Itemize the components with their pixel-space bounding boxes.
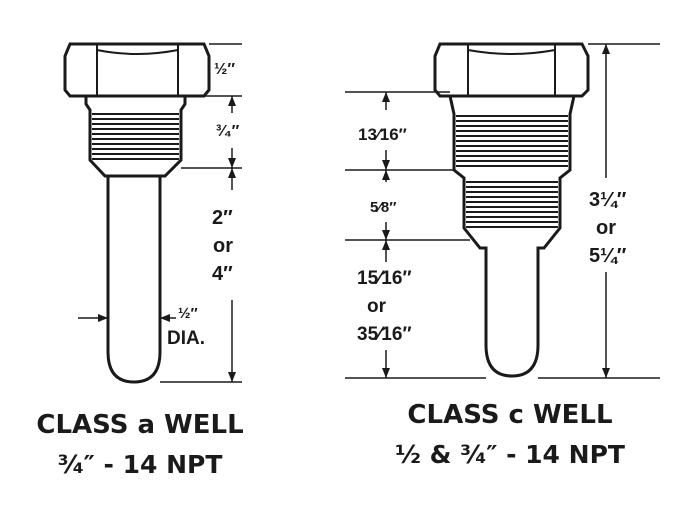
class-c-dim-stem-2: 35⁄16″ bbox=[357, 324, 412, 345]
class-a-thread-lines bbox=[92, 113, 179, 160]
class-c-dim-stem-1: 15⁄16″ bbox=[357, 268, 412, 289]
class-c-thread-lines bbox=[456, 115, 568, 228]
class-a-dim-hex: ½″ bbox=[214, 61, 235, 78]
class-c-dim-stem-or: or bbox=[367, 296, 387, 317]
class-c-dim-total-2: 5¼″ bbox=[589, 245, 627, 267]
class-c-dim-total-or: or bbox=[596, 217, 616, 239]
class-c-hex-head bbox=[433, 42, 590, 98]
class-a-dimension-lines bbox=[78, 43, 242, 383]
class-a-stem bbox=[106, 176, 162, 384]
class-a-hex-head bbox=[63, 42, 211, 98]
class-c-dim-total-1: 3¼″ bbox=[589, 189, 627, 211]
class-a-well-drawing: ½″ ³⁄₄″ 2″ or 4″ ½″ DIA. bbox=[63, 42, 242, 384]
class-c-dim-upper-thread: 13⁄16″ bbox=[358, 125, 407, 144]
class-a-dim-dia-label: DIA. bbox=[167, 328, 205, 349]
class-c-well-drawing: 13⁄16″ 5⁄8″ 15⁄16″ or 35⁄16″ 3¼″ or 5¼″ bbox=[345, 42, 660, 379]
class-a-hex-chamfer bbox=[96, 49, 179, 55]
class-c-subtitle: ½ & ³⁄₄″ - 14 NPT bbox=[395, 440, 625, 469]
class-a-dim-stem-2: 4″ bbox=[212, 263, 233, 285]
class-a-thread-body bbox=[84, 96, 187, 178]
class-a-dim-stem-1: 2″ bbox=[212, 207, 233, 229]
class-c-title: CLASS c WELL bbox=[407, 400, 612, 430]
class-c-dimension-lines bbox=[345, 43, 660, 379]
class-a-dim-stem-or: or bbox=[213, 235, 233, 257]
class-c-thread-body bbox=[448, 95, 576, 378]
class-a-title: CLASS a WELL bbox=[36, 410, 243, 440]
class-a-dim-thread: ³⁄₄″ bbox=[216, 123, 240, 140]
class-c-hex-chamfer bbox=[467, 49, 556, 55]
class-a-dim-diameter: ½″ bbox=[178, 305, 198, 322]
class-c-dim-lower-thread: 5⁄8″ bbox=[370, 199, 396, 216]
class-a-subtitle: ³⁄₄″ - 14 NPT bbox=[58, 450, 223, 479]
